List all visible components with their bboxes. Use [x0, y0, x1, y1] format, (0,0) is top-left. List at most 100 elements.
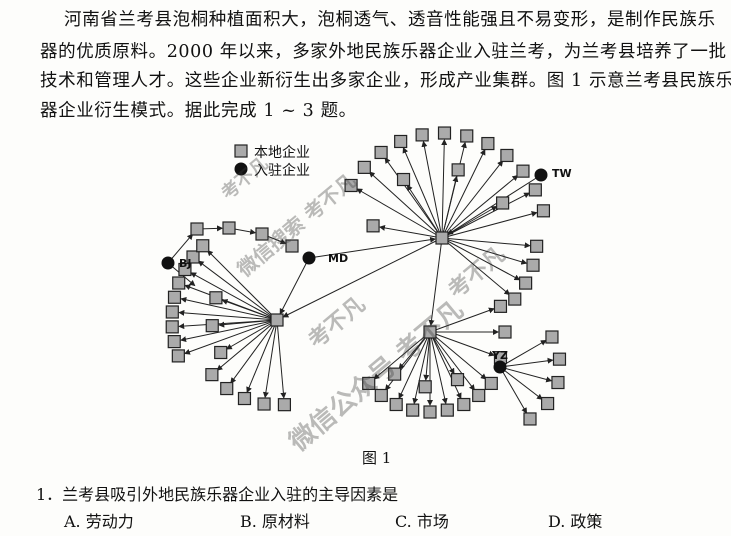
- local-enterprise-node: [500, 148, 514, 163]
- local-enterprise-node: [374, 388, 388, 403]
- local-enterprise-node: [344, 178, 358, 193]
- local-enterprise-node: [167, 290, 182, 304]
- derivation-arrow: [499, 357, 554, 368]
- derivation-arrow: [282, 237, 443, 318]
- derivation-arrow: [428, 237, 443, 327]
- local-enterprise-node: [472, 388, 486, 403]
- local-enterprise-node: [237, 391, 252, 406]
- local-enterprise-node: [545, 330, 559, 344]
- derivation-arrow: [447, 174, 542, 235]
- derivation-arrow: [429, 331, 487, 380]
- local-enterprise-node: [178, 262, 192, 277]
- label-md: MD: [328, 252, 349, 265]
- derivation-arrow: [356, 188, 443, 239]
- local-enterprise-node: [523, 412, 537, 426]
- derivation-arrow: [373, 331, 431, 380]
- derivation-arrow: [378, 224, 443, 239]
- option-c[interactable]: C. 市场: [395, 512, 449, 531]
- local-enterprise-node: [484, 376, 498, 391]
- local-enterprise-node: [171, 349, 185, 363]
- local-enterprise-node: [220, 381, 234, 396]
- derivation-arrow: [499, 366, 527, 414]
- derivation-arrow: [441, 148, 486, 239]
- local-enterprise-node: [277, 398, 292, 412]
- derivation-arrow: [368, 171, 443, 239]
- option-b[interactable]: B. 原材料: [240, 512, 310, 531]
- local-enterprise-node: [423, 405, 437, 419]
- local-enterprise-node: [418, 380, 432, 394]
- local-enterprise-node: [396, 172, 411, 187]
- derivation-arrow: [421, 140, 443, 239]
- derivation-arrow: [225, 319, 278, 350]
- option-d[interactable]: D. 政策: [548, 512, 603, 531]
- local-enterprise-node: [481, 136, 495, 151]
- label-bj: BJ: [179, 257, 192, 270]
- derivation-arrow: [429, 307, 495, 333]
- derivation-arrow: [441, 192, 530, 239]
- derivation-arrow: [441, 139, 448, 239]
- derivation-arrow: [441, 211, 538, 239]
- local-enterprise-node: [508, 292, 522, 306]
- passage-line-3: 技术和管理人才。这些企业新衍生出多家企业，形成产业集群。图 1 示意兰考县民族乐: [40, 71, 731, 91]
- option-a[interactable]: A. 劳动力: [64, 512, 134, 531]
- derivation-arrow: [180, 296, 278, 321]
- figure-caption: 图 1: [362, 449, 392, 467]
- derivation-arrow: [441, 237, 528, 265]
- local-enterprise-node: [222, 221, 236, 235]
- local-enterprise-node: [541, 396, 555, 411]
- derivation-arrow: [178, 309, 278, 321]
- derivation-arrow: [441, 174, 519, 239]
- derivation-arrow: [441, 160, 504, 239]
- derivation-arrow: [429, 331, 462, 400]
- derivation-arrow: [441, 237, 511, 296]
- derivation-arrow: [216, 319, 278, 371]
- passage-line-2: 器的优质原料。2000 年以来，多家外地民族乐器企业入驻兰考，为兰考县培养了一批: [40, 42, 727, 62]
- local-enterprise-node: [451, 163, 465, 177]
- legend-local-label: 本地企业: [254, 145, 310, 161]
- derivation-arrow: [441, 175, 459, 239]
- hub-enterprise-node: [435, 231, 449, 245]
- derivation-arrow: [190, 272, 278, 321]
- incoming-enterprise-md: [302, 251, 316, 265]
- derivation-arrow: [499, 366, 553, 383]
- derivation-arrow: [429, 331, 476, 391]
- incoming-enterprise-bj: [161, 256, 175, 270]
- derivation-arrow: [499, 366, 543, 400]
- local-enterprise-node: [498, 325, 512, 339]
- legend-local-icon: [234, 144, 248, 158]
- local-enterprise-node: [519, 276, 533, 290]
- derivation-arrow: [221, 299, 278, 321]
- derivation-arrow: [402, 146, 443, 239]
- local-enterprise-node: [460, 129, 474, 143]
- local-enterprise-node: [205, 368, 219, 382]
- derivation-arrow: [262, 319, 278, 399]
- local-enterprise-node: [172, 276, 186, 290]
- derivation-arrow: [206, 249, 278, 321]
- local-enterprise-node: [167, 335, 181, 349]
- local-enterprise-node: [285, 239, 299, 253]
- local-enterprise-node: [516, 164, 530, 178]
- derivation-arrow: [412, 331, 431, 405]
- derivation-arrow: [183, 319, 278, 355]
- local-enterprise-node: [493, 299, 508, 313]
- local-enterprise-node: [536, 204, 551, 218]
- derivation-arrow: [406, 184, 443, 239]
- incoming-enterprise-tw: [534, 168, 548, 182]
- local-enterprise-node: [530, 239, 544, 253]
- label-tw: TW: [552, 167, 572, 180]
- derivation-arrow: [398, 331, 431, 400]
- local-enterprise-node: [496, 196, 510, 210]
- local-enterprise-node: [255, 227, 269, 241]
- local-enterprise-node: [551, 375, 565, 390]
- local-enterprise-node: [388, 367, 402, 381]
- local-enterprise-node: [205, 319, 219, 333]
- local-enterprise-node: [552, 352, 567, 366]
- derivation-arrow: [441, 237, 531, 249]
- derivation-arrow: [384, 157, 443, 239]
- local-enterprise-node: [394, 134, 408, 149]
- local-enterprise-node: [165, 305, 179, 319]
- hub-enterprise-node: [423, 325, 437, 339]
- local-enterprise-node: [186, 250, 200, 264]
- incoming-enterprise-yz: [493, 360, 507, 374]
- derivation-arrow: [279, 257, 310, 315]
